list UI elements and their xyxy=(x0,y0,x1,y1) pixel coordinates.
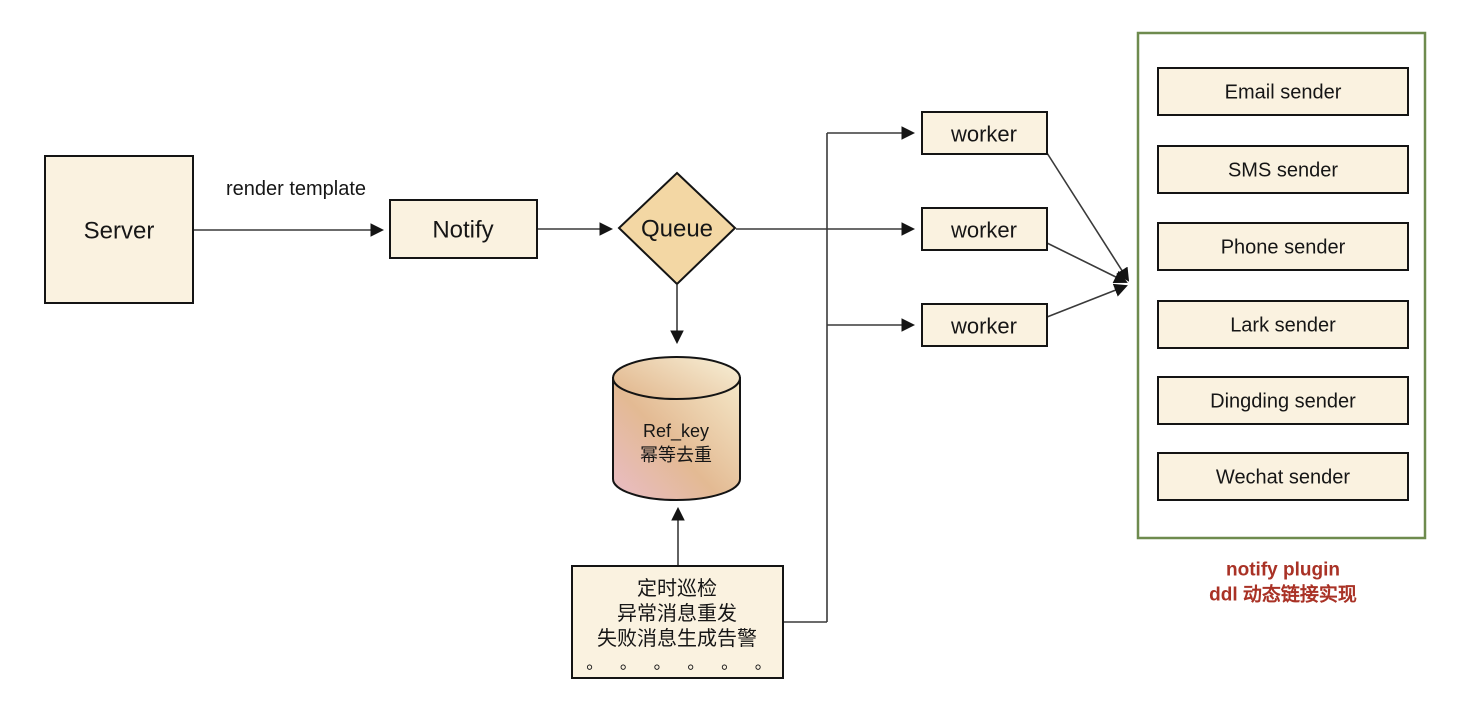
retry-line-3: 失败消息生成告警 xyxy=(597,627,757,650)
node-worker-3: worker xyxy=(921,303,1048,347)
dedup-db-top xyxy=(612,356,741,400)
retry-dots: 。 。 。 。 。 。 xyxy=(586,654,778,673)
worker3-box xyxy=(921,303,1048,347)
sender-label-wechat: Wechat sender xyxy=(1216,467,1350,489)
worker1-box xyxy=(921,111,1048,155)
worker2-box xyxy=(921,207,1048,251)
sender-box-lark xyxy=(1157,300,1409,349)
sender-box-sms xyxy=(1157,145,1409,194)
server-box xyxy=(44,155,194,304)
node-dedup-db: Ref_key 幂等去重 xyxy=(612,356,741,501)
sender-label-email: Email sender xyxy=(1225,82,1342,104)
dedup-db-body xyxy=(612,377,741,501)
sender-label-dingding: Dingding sender xyxy=(1210,391,1356,413)
connectors xyxy=(193,126,1130,623)
node-queue: Queue xyxy=(617,171,737,286)
node-notify: Notify xyxy=(389,199,538,259)
sender-label-phone: Phone sender xyxy=(1221,237,1346,259)
queue-diamond xyxy=(617,171,737,286)
plugin-caption: notify plugin ddl 动态链接实现 xyxy=(1209,560,1357,606)
worker3-label: worker xyxy=(950,314,1017,339)
dedup-db-label-2: 幂等去重 xyxy=(640,445,712,465)
dedup-db-label-1: Ref_key xyxy=(643,421,709,442)
sender-box-email xyxy=(1157,67,1409,116)
edge-worker2-to-plugins xyxy=(1046,242,1128,283)
edge-worker3-to-plugins xyxy=(1046,283,1128,318)
queue-label: Queue xyxy=(641,216,713,243)
sender-label-sms: SMS sender xyxy=(1228,160,1338,182)
server-label: Server xyxy=(84,218,155,245)
sender-box-dingding xyxy=(1157,376,1409,425)
retry-line-2: 异常消息重发 xyxy=(617,602,737,625)
edge-worker1-to-plugins xyxy=(1046,152,1130,282)
node-retry-box: 定时巡检 异常消息重发 失败消息生成告警 。 。 。 。 。 。 xyxy=(571,565,784,679)
plugin-caption-line-1: notify plugin xyxy=(1226,560,1340,581)
notify-box xyxy=(389,199,538,259)
worker2-label: worker xyxy=(950,218,1017,243)
node-worker-1: worker xyxy=(921,111,1048,155)
plugin-group-frame xyxy=(1136,31,1427,540)
node-server: Server xyxy=(44,155,194,304)
sender-label-lark: Lark sender xyxy=(1230,315,1336,337)
node-worker-2: worker xyxy=(921,207,1048,251)
plugin-caption-line-2: ddl 动态链接实现 xyxy=(1209,583,1357,606)
sender-box-wechat xyxy=(1157,452,1409,501)
worker1-label: worker xyxy=(950,122,1017,147)
notify-label: Notify xyxy=(432,217,493,244)
retry-line-1: 定时巡检 xyxy=(637,577,717,600)
retry-box xyxy=(571,565,784,679)
edge-label-render-template: render template xyxy=(226,178,366,200)
plugin-group: Email sender SMS sender Phone sender Lar… xyxy=(1136,31,1427,540)
sender-box-phone xyxy=(1157,222,1409,271)
